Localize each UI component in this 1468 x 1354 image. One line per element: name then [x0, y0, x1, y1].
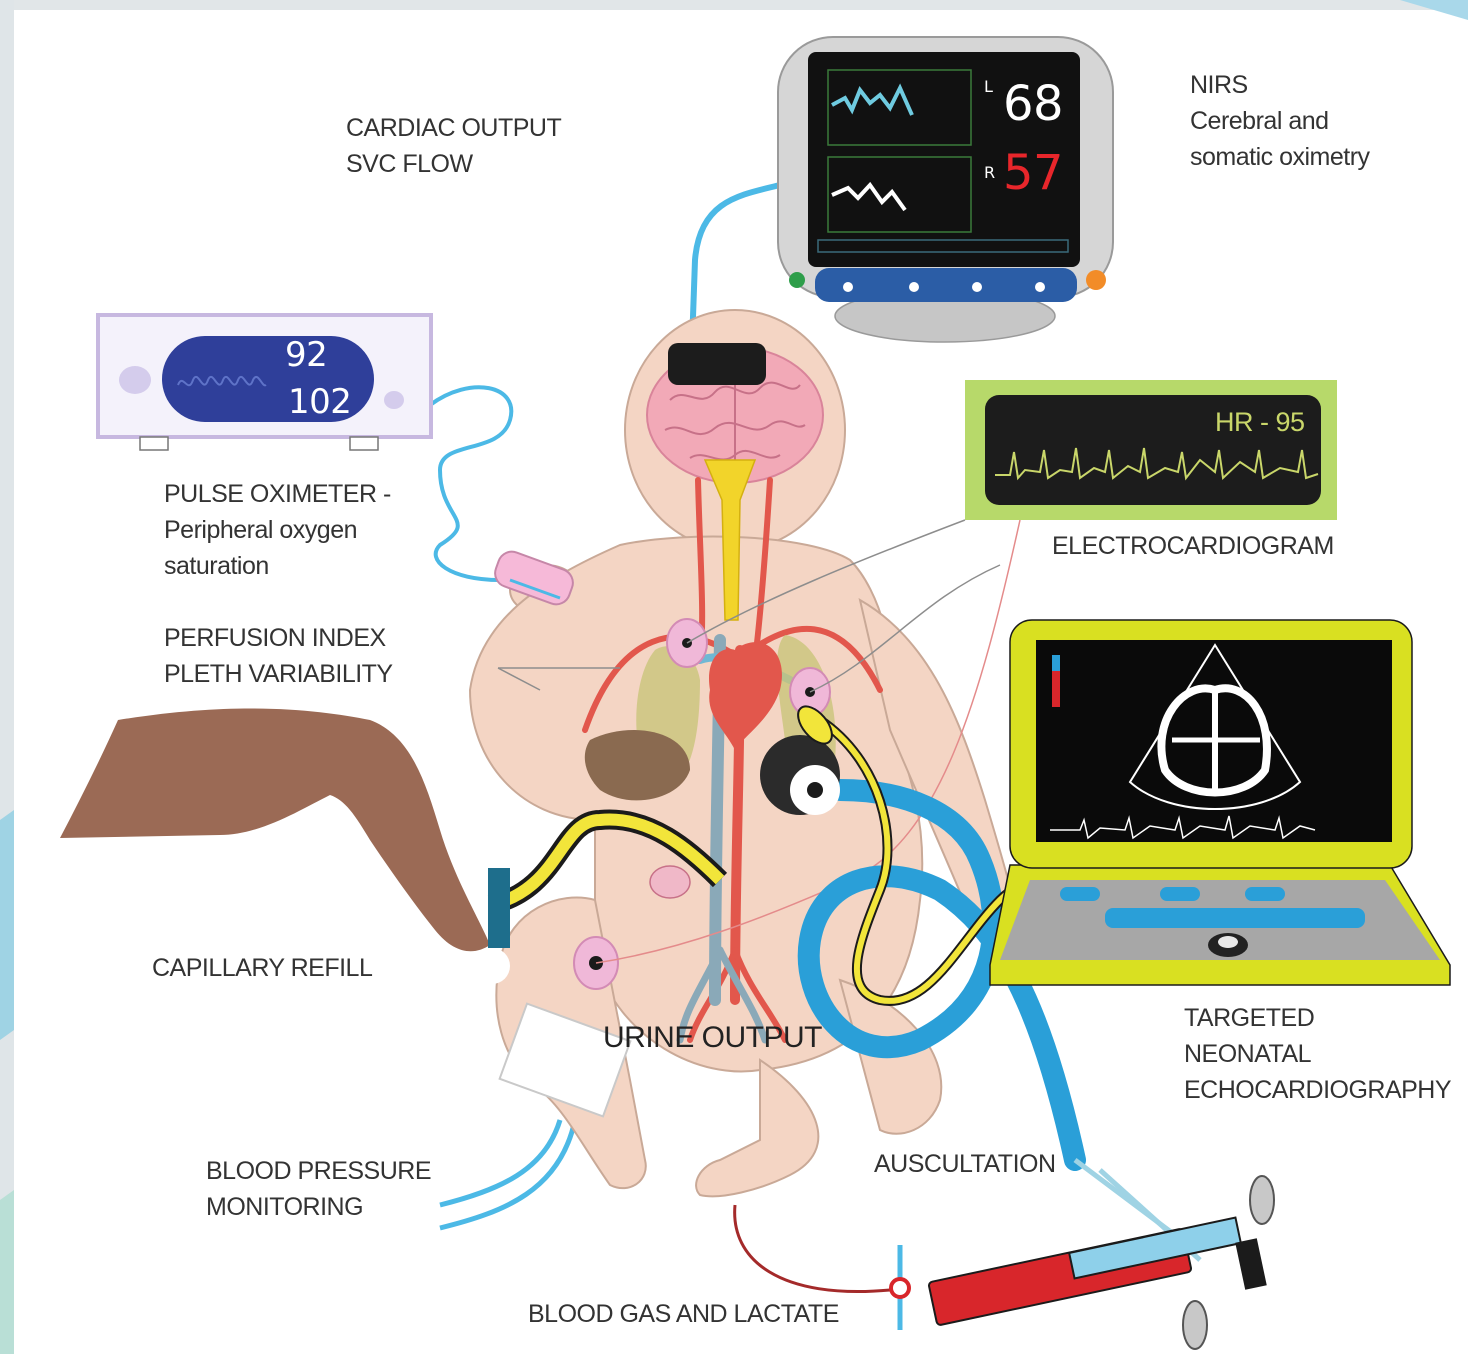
ecg-heart-rate: HR - 95	[1215, 404, 1305, 440]
label-nirs-cerebral: Cerebral and	[1190, 103, 1329, 139]
label-auscultation: AUSCULTATION	[874, 1146, 1056, 1182]
nirs-left-tag: L	[984, 76, 992, 98]
label-blood-gas: BLOOD GAS AND LACTATE	[528, 1296, 839, 1332]
pulse-oximeter-device	[98, 315, 431, 450]
label-targeted: TARGETED	[1184, 1000, 1314, 1036]
label-urine-output: URINE OUTPUT	[603, 1020, 822, 1056]
ecg-monitor	[965, 380, 1337, 520]
kidney-icon	[650, 866, 690, 898]
bp-cable	[440, 1120, 560, 1205]
syringe-icon	[891, 1218, 1267, 1330]
nirs-sensor-icon	[668, 343, 766, 385]
pulse-ox-spo2: 92	[285, 334, 327, 376]
blanched-skin	[474, 948, 510, 984]
label-peripheral-oxygen: Peripheral oxygen	[164, 512, 357, 548]
label-monitoring: MONITORING	[206, 1189, 363, 1225]
label-saturation: saturation	[164, 548, 269, 584]
label-capillary-refill: CAPILLARY REFILL	[152, 950, 372, 986]
nirs-right-value: 57	[1003, 143, 1063, 203]
label-pleth-variability: PLETH VARIABILITY	[164, 656, 393, 692]
echo-laptop	[990, 620, 1450, 985]
label-nirs: NIRS	[1190, 67, 1248, 103]
nirs-left-value: 68	[1003, 74, 1063, 134]
label-blood-pressure: BLOOD PRESSURE	[206, 1153, 431, 1189]
pulse-ox-heart-rate: 102	[288, 381, 351, 423]
label-neonatal: NEONATAL	[1184, 1036, 1311, 1072]
label-echocardiography: ECHOCARDIOGRAPHY	[1184, 1072, 1451, 1108]
label-nirs-somatic: somatic oximetry	[1190, 139, 1370, 175]
hand-icon	[60, 708, 490, 951]
label-perfusion-index: PERFUSION INDEX	[164, 620, 386, 656]
label-pulse-oximeter: PULSE OXIMETER -	[164, 476, 391, 512]
label-cardiac-output: CARDIAC OUTPUT	[346, 110, 561, 146]
label-svc-flow: SVC FLOW	[346, 146, 473, 182]
pulse-ox-cable	[430, 387, 555, 588]
blood-gas-line	[735, 1205, 890, 1292]
nirs-right-tag: R	[984, 162, 995, 184]
label-electrocardiogram: ELECTROCARDIOGRAM	[1052, 528, 1334, 564]
